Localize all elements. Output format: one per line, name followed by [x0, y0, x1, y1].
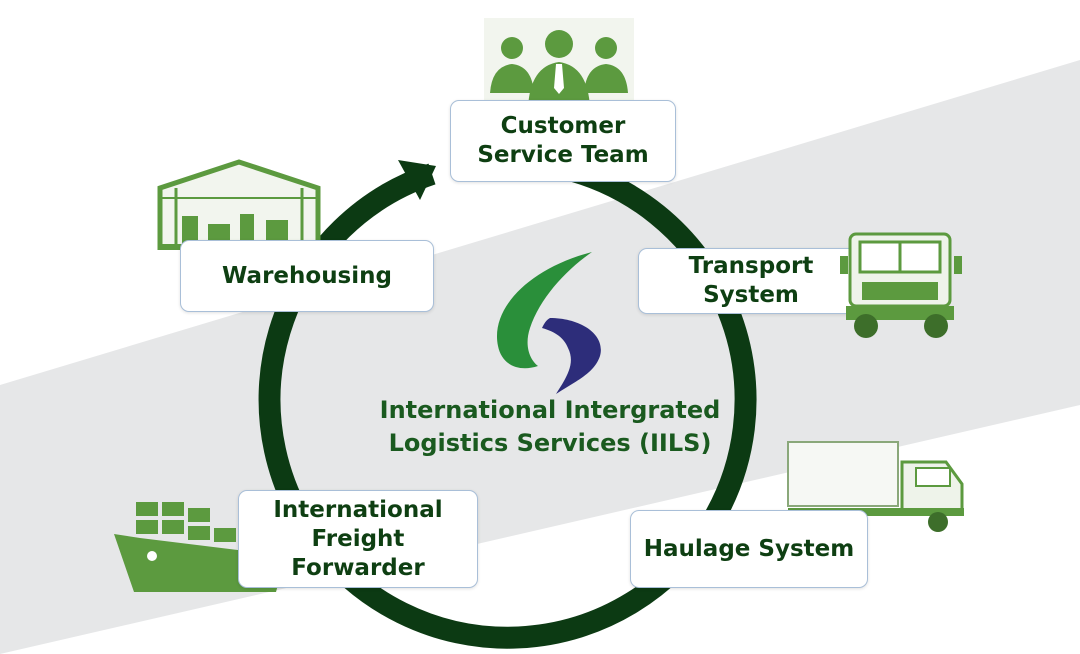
node-customer-service-team-label: Customer Service Team	[477, 113, 649, 168]
node-haulage-system: Haulage System	[630, 510, 868, 588]
node-international-freight-forwarder: International Freight Forwarder	[238, 490, 478, 588]
box-truck-icon	[787, 441, 964, 532]
warehouse-icon	[157, 159, 321, 250]
center-title: International Intergrated Logistics Serv…	[379, 396, 721, 457]
people-icon	[484, 18, 634, 108]
node-international-freight-forwarder-label: International Freight Forwarder	[273, 496, 443, 581]
node-transport-system-label: Transport System	[688, 253, 814, 308]
node-haulage-system-label: Haulage System	[643, 535, 855, 562]
node-warehousing: Warehousing	[180, 240, 434, 312]
node-warehousing-label: Warehousing	[222, 262, 392, 289]
node-customer-service-team: Customer Service Team	[450, 100, 676, 182]
node-transport-system: Transport System	[638, 248, 864, 314]
iils-logo	[496, 252, 601, 394]
tractor-truck-icon	[840, 232, 962, 338]
cycle-arrow-head	[398, 160, 436, 200]
